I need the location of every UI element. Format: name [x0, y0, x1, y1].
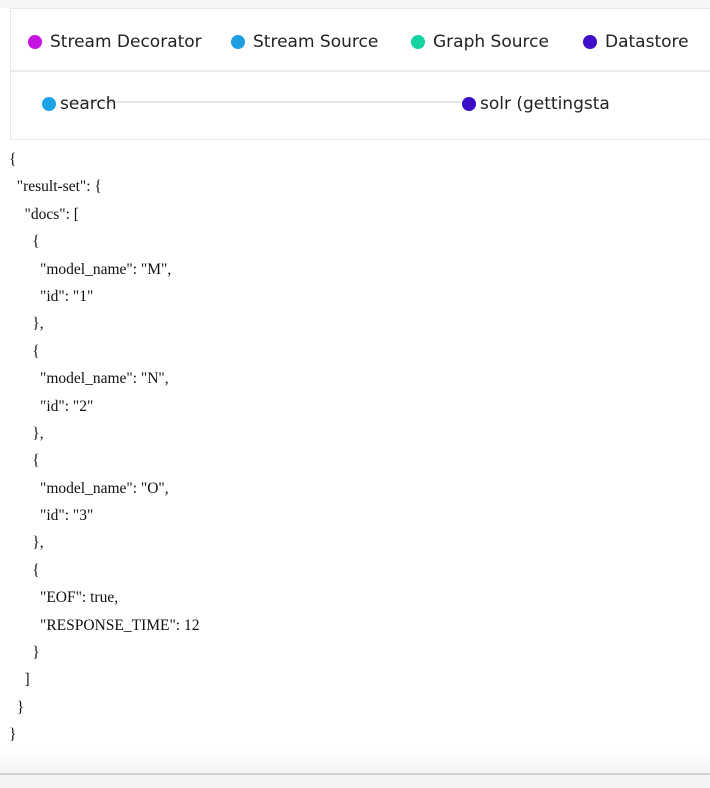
stream-graph-panel: Stream Decorator Stream Source Graph Sou…: [10, 8, 710, 140]
legend-item-stream-source: Stream Source: [231, 31, 378, 53]
json-line: "model_name": "O",: [9, 479, 169, 497]
json-line: "model_name": "M",: [9, 260, 172, 278]
json-line: "result-set": {: [9, 178, 102, 196]
legend-label: Stream Decorator: [50, 32, 202, 52]
legend-label: Stream Source: [253, 32, 379, 52]
json-line: {: [9, 151, 17, 168]
legend-label: Datastore: [605, 32, 689, 52]
json-line: {: [9, 452, 40, 470]
graph-source-dot-icon: [411, 35, 425, 49]
json-line: ]: [9, 671, 30, 689]
node-type-legend: Stream Decorator Stream Source Graph Sou…: [11, 9, 710, 72]
json-line: },: [9, 424, 44, 442]
legend-label: Graph Source: [433, 32, 549, 52]
json-line: "RESPONSE_TIME": 12: [9, 616, 200, 634]
datastore-node-dot-icon: [462, 97, 476, 111]
bottom-scroll-edge: [0, 773, 710, 788]
json-line: },: [9, 315, 44, 333]
graph-node-solr[interactable]: solr (gettingsta: [462, 93, 610, 115]
legend-item-graph-source: Graph Source: [411, 31, 549, 53]
json-line: "id": "3": [9, 507, 94, 525]
top-strip: [0, 0, 710, 8]
json-line: }: [9, 644, 40, 662]
legend-item-datastore: Datastore: [583, 31, 689, 53]
json-line: "id": "1": [9, 287, 94, 305]
json-line: "model_name": "N",: [9, 370, 169, 388]
legend-item-stream-decorator: Stream Decorator: [28, 31, 202, 53]
graph-edge: [67, 101, 473, 103]
search-node-dot-icon: [42, 97, 56, 111]
json-line: }: [9, 698, 25, 716]
datastore-dot-icon: [583, 35, 597, 49]
json-line: "id": "2": [9, 397, 94, 415]
graph-node-search[interactable]: search: [42, 93, 116, 115]
json-line: "EOF": true,: [9, 589, 119, 607]
stream-decorator-dot-icon: [28, 35, 42, 49]
graph-node-label: solr (gettingsta: [480, 94, 610, 114]
json-line: {: [9, 233, 40, 251]
json-line: "docs": [: [9, 205, 79, 223]
bottom-fade: [0, 750, 710, 774]
json-line: {: [9, 561, 40, 579]
json-line: {: [9, 342, 40, 360]
graph-node-label: search: [60, 94, 117, 114]
json-line: }: [9, 726, 17, 744]
stream-source-dot-icon: [231, 35, 245, 49]
json-line: },: [9, 534, 44, 552]
json-response-output: { "result-set": { "docs": [ { "model_nam…: [9, 146, 200, 749]
